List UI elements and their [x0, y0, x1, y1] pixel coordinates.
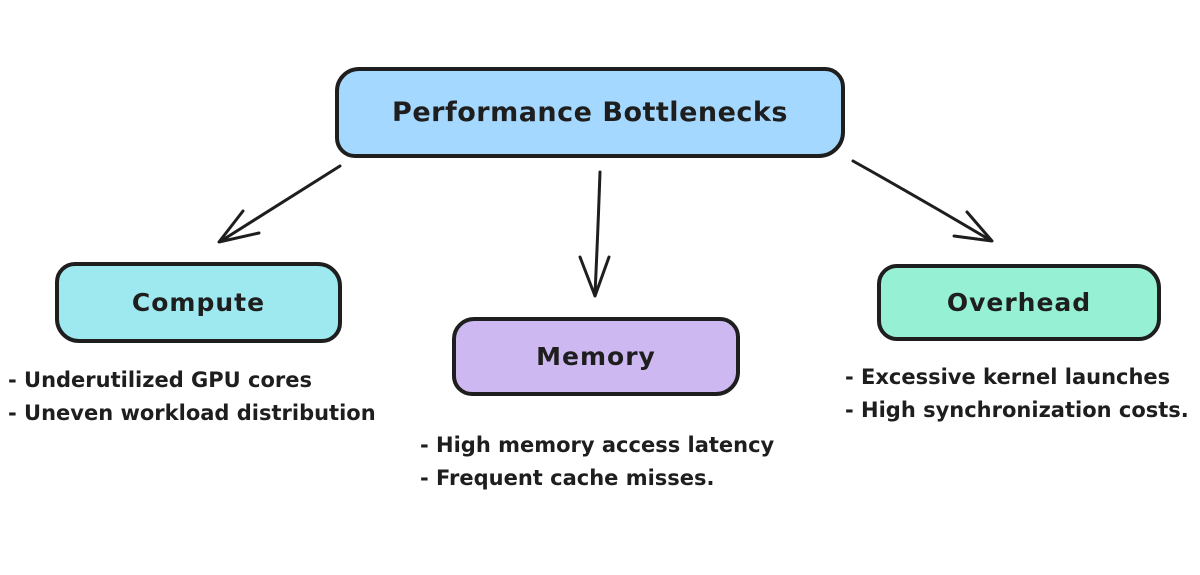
bullet-item: - Uneven workload distribution — [8, 401, 376, 425]
bullet-item: - Frequent cache misses. — [420, 466, 715, 490]
node-compute-label: Compute — [131, 288, 266, 317]
bullet-list-overhead: - Excessive kernel launches - High synch… — [845, 361, 1189, 427]
bullet-list-memory: - High memory access latency - Frequent … — [420, 429, 774, 495]
node-performance-bottlenecks: Performance Bottlenecks — [335, 67, 845, 158]
bullet-item: - Underutilized GPU cores — [8, 368, 313, 392]
bullet-item: - Excessive kernel launches — [845, 365, 1171, 389]
arrow-to-compute-icon — [217, 164, 342, 244]
bullet-list-compute: - Underutilized GPU cores - Uneven workl… — [8, 364, 376, 430]
bullet-item: - High memory access latency — [420, 433, 775, 457]
node-performance-bottlenecks-label: Performance Bottlenecks — [392, 97, 788, 128]
node-memory-label: Memory — [536, 342, 656, 371]
bullet-item: - High synchronization costs. — [845, 398, 1189, 422]
arrow-to-overhead-icon — [851, 159, 994, 243]
arrow-to-memory-icon — [578, 170, 611, 298]
node-memory: Memory — [452, 317, 740, 396]
node-overhead-label: Overhead — [946, 288, 1092, 317]
node-compute: Compute — [55, 262, 342, 343]
node-overhead: Overhead — [877, 264, 1161, 341]
